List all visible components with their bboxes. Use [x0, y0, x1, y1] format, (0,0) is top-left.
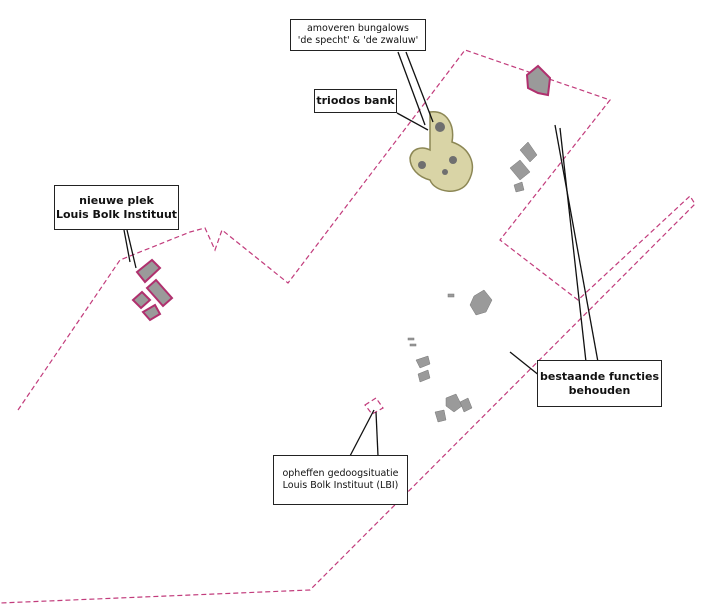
leader-lines [123, 51, 599, 457]
callout-triodos-line1: triodos bank [316, 94, 395, 108]
lbi-new-buildings [131, 258, 174, 322]
callout-triodos: triodos bank [314, 89, 397, 113]
callout-lbi-new: nieuwe plek Louis Bolk Instituut [54, 185, 179, 230]
lbi-removed-plot [364, 397, 384, 415]
callout-existing-line1: bestaande functies [540, 369, 659, 383]
callout-bungalows-line1: amoveren bungalows [306, 23, 410, 35]
callout-remove-lbi: opheffen gedoogsituatie Louis Bolk Insti… [273, 455, 408, 505]
callout-existing-line2: behouden [568, 383, 631, 397]
callout-existing: bestaande functies behouden [537, 360, 662, 407]
site-boundary [0, 49, 696, 604]
callout-lbi-new-line2: Louis Bolk Instituut [55, 207, 178, 221]
existing-buildings [407, 64, 552, 423]
callout-remove-lbi-line2: Louis Bolk Instituut (LBI) [282, 480, 399, 491]
triodos-bank-building [409, 111, 473, 192]
callout-lbi-new-line1: nieuwe plek [79, 193, 154, 207]
callout-bungalows: amoveren bungalows 'de specht' & 'de zwa… [290, 19, 426, 51]
callout-remove-lbi-line1: opheffen gedoogsituatie [282, 468, 399, 480]
callout-bungalows-line2: 'de specht' & 'de zwaluw' [297, 35, 419, 46]
